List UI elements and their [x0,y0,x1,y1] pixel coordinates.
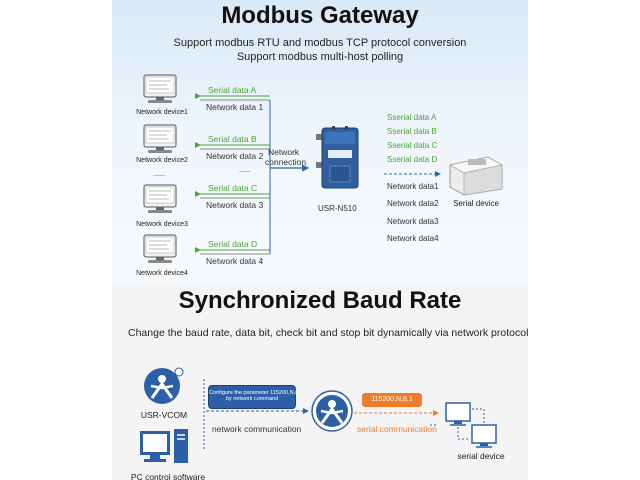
network-data-1-left: Network data 1 [206,102,264,112]
pc-control-software-icon [140,429,188,463]
serial-device-printer-icon [448,156,504,196]
network-data4-right: Network data4 [387,234,439,243]
network-data-2-left: Network data 2 [206,151,264,161]
usr-n510-gateway-icon [316,126,359,189]
modbus-gateway-title: Modbus Gateway [221,2,419,29]
ellipsis-left: ...... [153,171,165,178]
network-connection-label-1: Network [268,147,300,157]
baud-rate-box: 115200,N,8,1 [362,393,422,407]
usr-vcom-icon [144,367,184,404]
serial-data-c-left: Serial data C [208,183,258,193]
serial-data-b-right: Sserial data B [387,127,437,136]
pc-control-software-label: PC control software [130,472,206,480]
network-device2-label: Network device2 [136,157,188,164]
feature-line-1: Support modbus RTU and modbus TCP protoc… [173,37,467,49]
network-data2-right: Network data2 [387,199,439,208]
synchronized-baud-rate-panel: Synchronized Baud Rate Change the baud r… [112,283,528,480]
communication-arrows [203,379,439,449]
serial-device-label-bottom: serial device [457,451,505,461]
usr-vcom-label: USR-VCOM [140,410,188,420]
serial-device-label-top: Serial device [453,199,499,208]
network-data1-right: Network data1 [387,182,439,191]
serial-data-a-left: Serial data A [208,85,257,95]
baud-rate-box-text: 115200,N,8,1 [371,396,413,403]
network-data-4-left: Network data 4 [206,256,264,266]
network-connection-label-2: connection [265,157,307,167]
serial-data-b-left: Serial data B [208,134,257,144]
serial-communication-label: serial communication [357,424,437,434]
network-communication-label: network communication [212,424,302,434]
configure-command-box: Configure the parameter 115200,N,8,1 by … [208,385,303,409]
network-device4-label: Network device4 [136,270,188,277]
serial-data-c-right: Sserial data C [387,141,438,150]
serial-data-a-right: Sserial data A [387,113,437,122]
network-data-3-left: Network data 3 [206,200,264,210]
modbus-gateway-panel: Modbus Gateway Support modbus RTU and mo… [112,0,528,283]
network-device3-label: Network device3 [136,221,188,228]
data-flow-arrows [195,93,441,255]
baud-rate-description: Change the baud rate, data bit, check bi… [128,327,529,339]
feature-line-2: Support modbus multi-host polling [236,51,404,63]
gateway-label: USR-N510 [318,204,357,213]
configure-command-text-2: by network command [225,396,279,402]
network-device1-label: Network device1 [136,109,188,116]
ellipsis-middle: ...... [239,167,251,174]
configure-command-text-1: Configure the parameter 115200,N,8,1 [209,390,303,396]
serial-device-monitors-icon [445,402,497,448]
network-data3-right: Network data3 [387,217,439,226]
serial-data-d-right: Sserial data D [387,155,438,164]
serial-data-d-left: Serial data D [208,239,258,249]
baud-rate-title: Synchronized Baud Rate [178,287,462,314]
gateway-center-icon [311,390,353,432]
